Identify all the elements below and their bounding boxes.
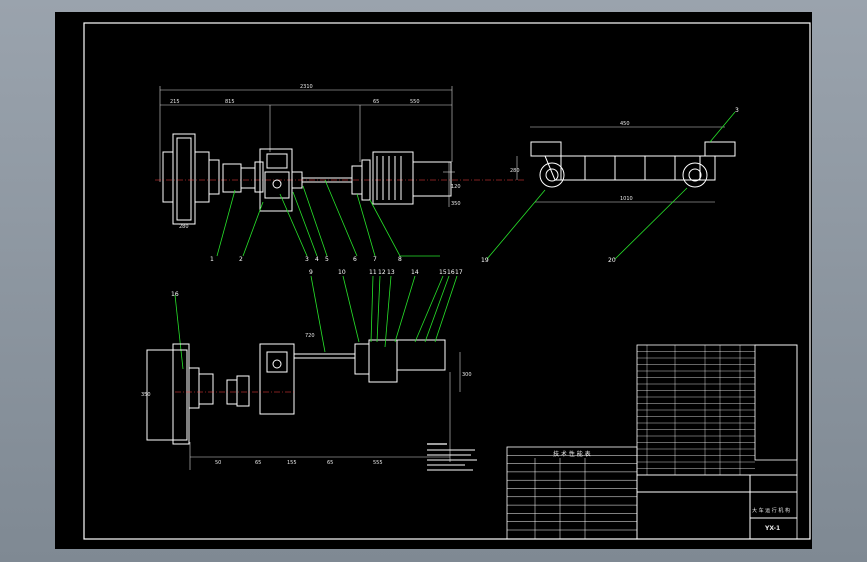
- dim-side-h: 280: [510, 168, 520, 174]
- balloon-16: 16: [447, 269, 455, 276]
- dim-a: 215: [170, 99, 180, 105]
- balloon-19: 19: [481, 257, 489, 264]
- balloon-17: 17: [455, 269, 463, 276]
- tech-table-title: 技 术 性 能 表: [553, 450, 591, 458]
- cad-viewport[interactable]: 2310 215 815 65 550 280: [55, 12, 812, 549]
- balloon-2: 2: [239, 256, 243, 263]
- balloon-12: 12: [378, 269, 386, 276]
- balloon-16-left: 16: [171, 291, 179, 298]
- balloon-3: 3: [305, 256, 309, 263]
- dim-b-6: 720: [305, 333, 315, 339]
- bottom-view: 16 300 350 50 65 155 65 555 720: [141, 269, 472, 470]
- balloon-9: 9: [309, 269, 313, 276]
- balloon-8: 8: [398, 256, 402, 263]
- dim-c: 65: [373, 99, 379, 105]
- dim-d: 550: [410, 99, 420, 105]
- balloon-4: 4: [315, 256, 319, 263]
- balloon-7: 7: [373, 256, 377, 263]
- balloon-1: 1: [210, 256, 214, 263]
- dim-left-v: 350: [141, 392, 151, 398]
- top-view: 2310 215 815 65 550 280: [155, 84, 525, 263]
- parts-list: [636, 344, 798, 476]
- title-block: 大 车 运 行 机 构 YX-1: [636, 474, 798, 540]
- engineering-drawing: 2310 215 815 65 550 280: [83, 22, 811, 540]
- dim-side-bottom: 1010: [620, 196, 633, 202]
- balloon-13: 13: [387, 269, 395, 276]
- balloon-14: 14: [411, 269, 419, 276]
- dim-overall: 2310: [300, 84, 313, 90]
- dim-motor-r: 300: [462, 372, 472, 378]
- dim-b-1: 50: [215, 460, 221, 466]
- dim-side-top: 450: [620, 121, 630, 127]
- balloon-11: 11: [369, 269, 377, 276]
- dim-b-4: 65: [327, 460, 333, 466]
- title-name: 大 车 运 行 机 构: [752, 507, 790, 514]
- dim-b: 815: [225, 99, 235, 105]
- balloon-20: 20: [608, 257, 616, 264]
- dim-b-3: 155: [287, 460, 297, 466]
- side-view: 450 1010 280 19 20 3: [481, 107, 739, 264]
- balloon-5: 5: [325, 256, 329, 263]
- dim-b-5: 555: [373, 460, 383, 466]
- title-code: YX-1: [764, 525, 780, 532]
- tech-table: 技 术 性 能 表: [506, 446, 638, 540]
- dim-b-2: 65: [255, 460, 261, 466]
- balloon-10: 10: [338, 269, 346, 276]
- balloon-15: 15: [439, 269, 447, 276]
- drawing-border: [83, 22, 811, 540]
- balloon-6: 6: [353, 256, 357, 263]
- dim-motor-h2: 350: [451, 201, 461, 207]
- technical-notes: [427, 443, 477, 471]
- balloon-3-side: 3: [735, 107, 739, 114]
- dim-motor-h: 120: [451, 184, 461, 190]
- dim-wheel: 280: [179, 224, 189, 230]
